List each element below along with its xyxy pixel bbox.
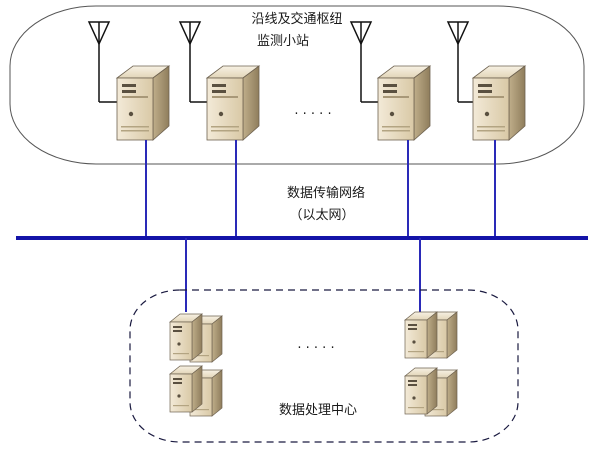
monitoring-station-3 [350, 21, 431, 141]
top-group-label-line1: 沿线及交通枢纽 [251, 11, 342, 27]
station-uplinks [145, 140, 496, 238]
server-icon [116, 65, 170, 141]
monitoring-stations-enclosure [9, 5, 585, 165]
monitoring-station-1 [88, 21, 170, 141]
server-icon [404, 367, 438, 415]
data-center-label: 数据处理中心 [279, 403, 357, 418]
network-label-line1: 数据传输网络 [287, 185, 365, 201]
top-group-label-line2: 监测小站 [257, 34, 309, 49]
datacenter-downlinks [185, 238, 421, 312]
server-icon [206, 65, 260, 141]
antenna-icon [88, 21, 117, 103]
antenna-icon [350, 21, 378, 103]
antenna-icon [179, 21, 207, 103]
top-ellipsis: · · · · · [294, 107, 331, 122]
server-cluster-left [169, 313, 223, 417]
server-icon [169, 365, 203, 413]
bottom-ellipsis: · · · · · [297, 341, 334, 356]
monitoring-station-2 [179, 21, 260, 141]
server-cluster-right [404, 311, 458, 417]
server-icon [169, 313, 203, 361]
data-center-enclosure [129, 289, 519, 443]
antenna-icon [447, 21, 473, 103]
network-label-line2: （以太网） [289, 208, 354, 223]
server-icon [472, 65, 526, 141]
server-icon [377, 65, 431, 141]
server-icon [404, 311, 438, 359]
monitoring-station-4 [447, 21, 526, 141]
